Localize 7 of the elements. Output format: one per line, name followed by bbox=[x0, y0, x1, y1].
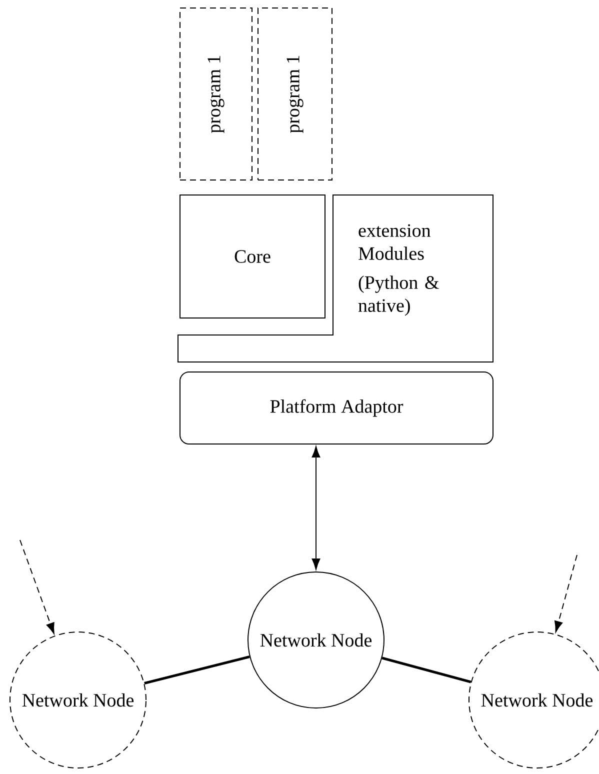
arrow bbox=[312, 446, 320, 570]
core-box: Core bbox=[180, 194, 326, 318]
program-box: program 1 bbox=[180, 8, 252, 180]
adaptor-box: Platform Adaptor bbox=[180, 372, 494, 444]
arrow bbox=[554, 554, 578, 632]
program-box: program 1 bbox=[258, 8, 332, 180]
arrow bbox=[20, 540, 54, 634]
